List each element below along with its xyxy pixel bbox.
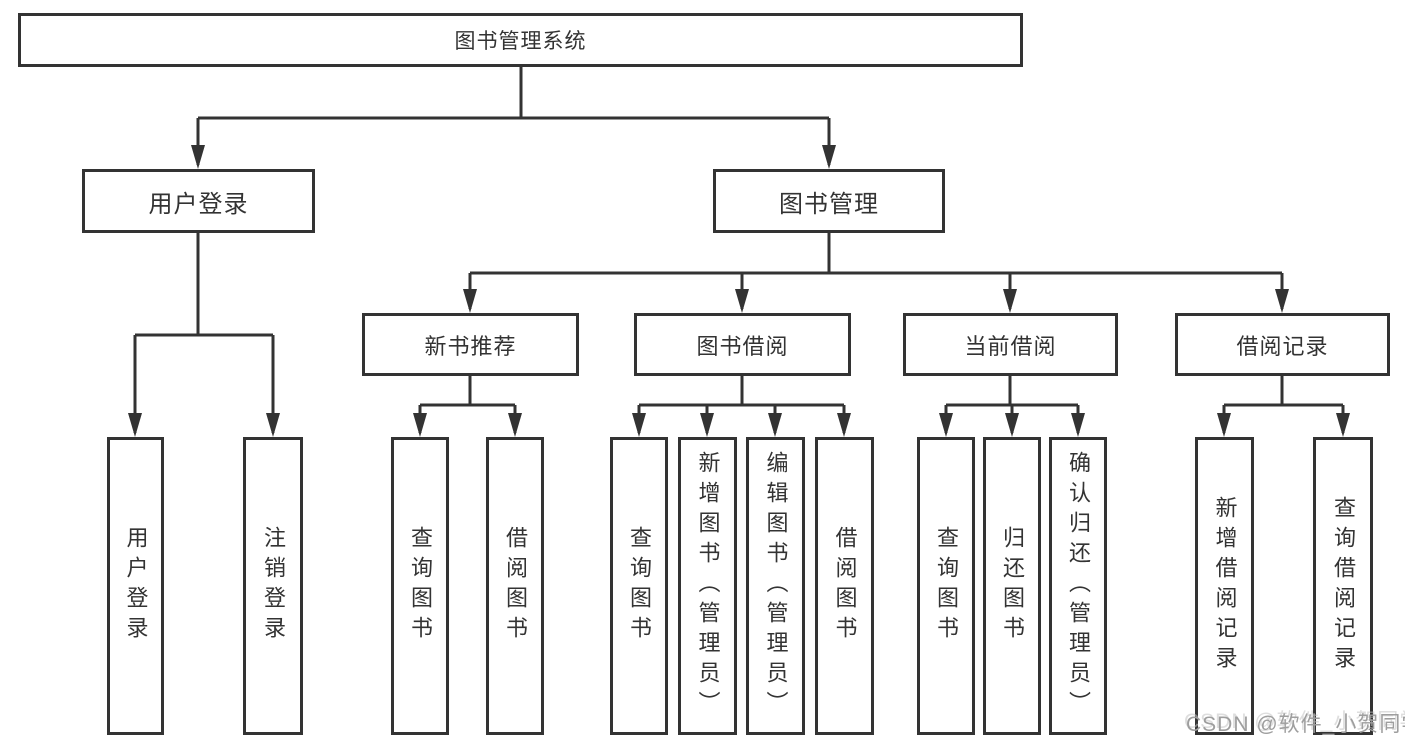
- arrow-down-icon: [822, 145, 836, 169]
- connector-book-management-to-level3: [468, 233, 1284, 309]
- arrow-down-icon: [768, 413, 782, 437]
- leaf-add-borrow-record: 新增借阅记录: [1195, 437, 1254, 735]
- node-label: 新增图书（管理员）: [695, 451, 721, 721]
- leaf-borrowing-borrow-books: 借阅图书: [815, 437, 874, 735]
- connector-borrowing-records-to-leaves: [1222, 375, 1345, 433]
- node-label: 图书管理: [779, 190, 879, 218]
- node-new-book-recommend: 新书推荐: [362, 313, 579, 376]
- leaf-add-book-admin: 新增图书（管理员）: [678, 437, 737, 735]
- node-label: 注销登录: [261, 526, 286, 646]
- arrow-down-icon: [128, 413, 142, 437]
- watermark: CSDN @软件_小贺同学: [1186, 713, 1405, 736]
- node-label: 新增借阅记录: [1212, 496, 1238, 676]
- node-user-login: 用户登录: [82, 169, 315, 233]
- node-label: 新书推荐: [424, 333, 517, 359]
- leaf-logout: 注销登录: [243, 437, 303, 735]
- node-current-borrowing: 当前借阅: [903, 313, 1118, 376]
- leaf-borrowing-query-books: 查询图书: [610, 437, 668, 735]
- leaf-user-login: 用户登录: [107, 437, 164, 735]
- arrow-down-icon: [191, 145, 205, 169]
- leaf-recommend-query-books: 查询图书: [391, 437, 449, 735]
- node-borrowing-records: 借阅记录: [1175, 313, 1390, 376]
- connector-user-login-to-leaves: [133, 233, 275, 433]
- node-label: 借阅图书: [503, 526, 528, 646]
- arrow-down-icon: [1275, 289, 1289, 313]
- leaf-confirm-return-admin: 确认归还（管理员）: [1049, 437, 1107, 735]
- leaf-recommend-borrow-books: 借阅图书: [486, 437, 544, 735]
- arrow-down-icon: [700, 413, 714, 437]
- connector-book-borrowing-to-leaves: [637, 375, 846, 433]
- leaf-query-borrow-record: 查询借阅记录: [1313, 437, 1373, 735]
- arrow-down-icon: [413, 413, 427, 437]
- arrow-down-icon: [266, 413, 280, 437]
- leaf-return-books: 归还图书: [983, 437, 1041, 735]
- arrow-down-icon: [508, 413, 522, 437]
- node-label: 图书借阅: [696, 333, 789, 359]
- leaf-current-query-books: 查询图书: [917, 437, 975, 735]
- node-label: 确认归还（管理员）: [1066, 451, 1091, 721]
- node-label: 查询图书: [408, 526, 433, 646]
- arrow-down-icon: [1005, 413, 1019, 437]
- node-label: 图书管理系统: [454, 30, 587, 53]
- arrow-down-icon: [1217, 413, 1231, 437]
- arrow-down-icon: [837, 413, 851, 437]
- arrow-down-icon: [735, 289, 749, 313]
- node-label: 编辑图书（管理员）: [763, 451, 789, 721]
- node-label: 借阅图书: [832, 526, 858, 646]
- node-label: 归还图书: [1000, 526, 1025, 646]
- node-label: 用户登录: [123, 526, 149, 646]
- arrow-down-icon: [1336, 413, 1350, 437]
- node-label: 用户登录: [148, 190, 249, 218]
- arrow-down-icon: [939, 413, 953, 437]
- node-label: 查询借阅记录: [1331, 496, 1356, 676]
- node-label: 当前借阅: [964, 333, 1057, 359]
- node-book-borrowing: 图书借阅: [634, 313, 851, 376]
- arrow-down-icon: [1003, 289, 1017, 313]
- leaf-edit-book-admin: 编辑图书（管理员）: [746, 437, 805, 735]
- node-root-library-system: 图书管理系统: [18, 13, 1023, 67]
- arrow-down-icon: [1071, 413, 1085, 437]
- connector-root-to-level2: [196, 67, 831, 165]
- node-book-management: 图书管理: [713, 169, 945, 233]
- node-label: 查询图书: [934, 526, 959, 646]
- connector-new-book-recommend-to-leaves: [418, 375, 517, 433]
- arrow-down-icon: [463, 289, 477, 313]
- node-label: 借阅记录: [1236, 333, 1329, 359]
- arrow-down-icon: [632, 413, 646, 437]
- node-label: 查询图书: [627, 526, 652, 646]
